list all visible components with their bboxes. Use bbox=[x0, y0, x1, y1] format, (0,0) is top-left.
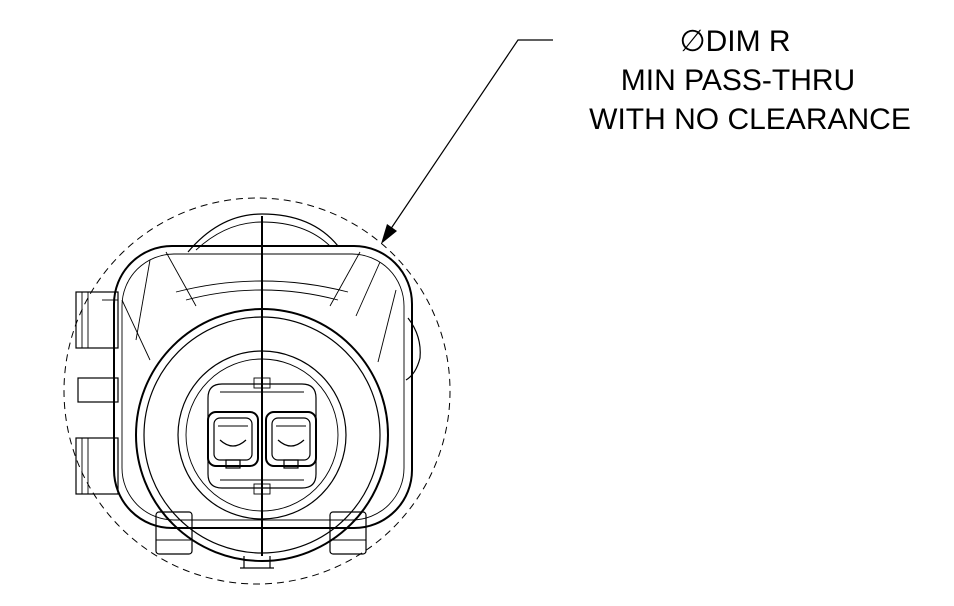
terminal-left bbox=[207, 411, 259, 469]
leader-arrowhead bbox=[381, 224, 397, 244]
callout-line-min-pass-thru: MIN PASS-THRU bbox=[620, 64, 856, 97]
pass-thru-diameter-circle bbox=[63, 197, 451, 585]
leader-line bbox=[381, 39, 553, 244]
callout-line-no-clearance: WITH NO CLEARANCE bbox=[589, 103, 911, 136]
right-side-tab bbox=[405, 317, 421, 381]
left-side-clips bbox=[75, 291, 119, 495]
dimension-callout: ∅DIM R MIN PASS-THRU WITH NO CLEARANCE bbox=[520, 22, 950, 139]
bottom-feet bbox=[155, 511, 367, 569]
callout-line-dim: ∅DIM R bbox=[679, 25, 791, 58]
terminal-right bbox=[265, 411, 317, 469]
